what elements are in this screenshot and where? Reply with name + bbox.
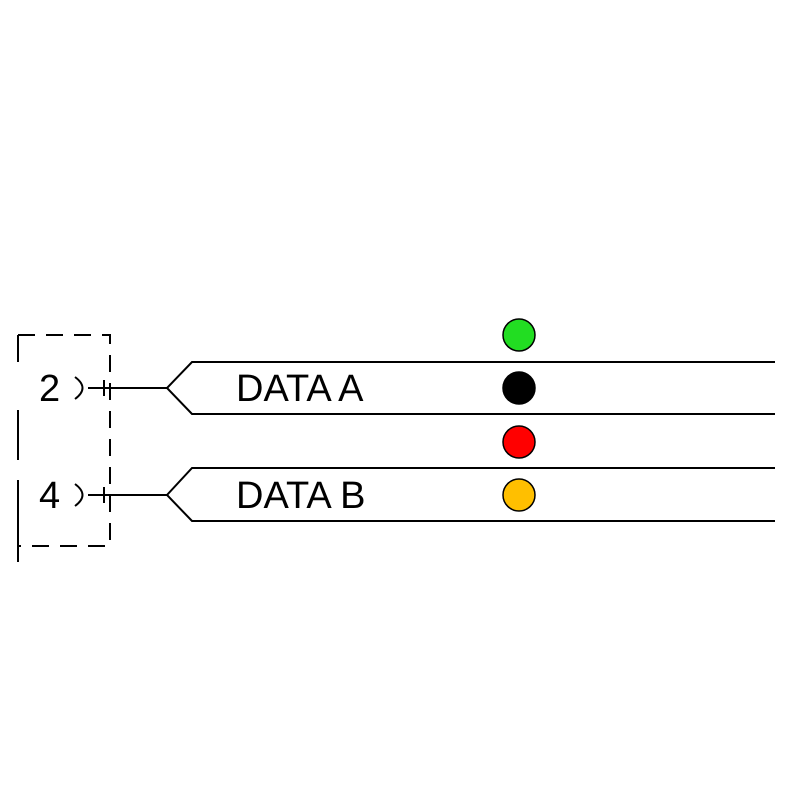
pin-row-data-b: 4 DATA B [39,467,775,522]
wire-color-dot-green [502,318,536,352]
socket-contact-icon [74,376,84,400]
cable-pair-data-b [165,467,775,522]
pin-number-4: 4 [39,475,60,517]
pin-number-2: 2 [39,368,60,410]
connector-housing [17,334,111,562]
wire-color-dot-black [502,371,536,405]
signal-label-data-b: DATA B [236,475,366,517]
socket-contact-icon [74,483,84,507]
pin-row-data-a: 2 DATA A [39,361,775,415]
signal-label-data-a: DATA A [236,368,364,410]
wire-color-dot-yellow [502,478,536,512]
cable-pair-data-a [165,361,775,415]
wire-color-dot-red [502,425,536,459]
